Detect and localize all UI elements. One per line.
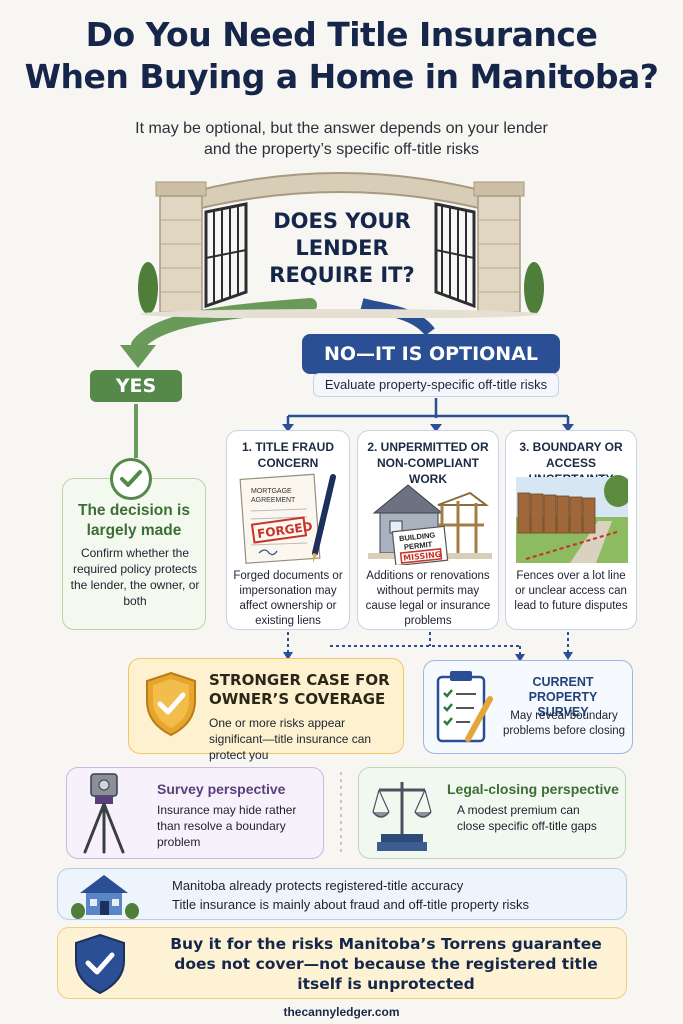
page-title: Do You Need Title Insurance When Buying … — [0, 14, 683, 98]
missing-stamp: MISSING — [403, 550, 442, 563]
stronger-case-card: STRONGER CASE FOR OWNER’S COVERAGE One o… — [128, 658, 404, 762]
yes-label: YES — [90, 370, 182, 402]
stronger-case-title: STRONGER CASE FOR OWNER’S COVERAGE — [209, 671, 399, 709]
risk-text: Fences over a lot line or unclear access… — [514, 570, 628, 612]
risk-title-line-1: 1. TITLE FRAUD — [242, 440, 334, 454]
blue-shield-check-icon — [75, 933, 125, 995]
doc-label-line-2: AGREEMENT — [251, 497, 296, 504]
legal-perspective-title: Legal-closing perspective — [447, 781, 619, 797]
subtitle: It may be optional, but the answer depen… — [0, 118, 683, 160]
lender-question-line-3: REQUIRE IT? — [269, 263, 415, 287]
lender-question: DOES YOUR LENDER REQUIRE IT? — [250, 208, 434, 289]
risk-title: 2. UNPERMITTED OR NON-COMPLIANT WORK — [358, 439, 498, 487]
permit-sign-line-1: BUILDING — [399, 530, 436, 543]
permit-sign-line-2: PERMIT — [404, 540, 434, 552]
fence-boundary-icon — [516, 475, 628, 563]
risk-card-unpermitted-work: 2. UNPERMITTED OR NON-COMPLIANT WORK BUI… — [357, 430, 499, 630]
title-line-1: Do You Need Title Insurance — [85, 15, 598, 54]
check-circle-icon — [110, 458, 152, 500]
risk-text: Forged documents or impersonation may af… — [233, 570, 343, 627]
manitoba-line-2: Title insurance is mainly about fraud an… — [172, 897, 529, 912]
final-recommendation-card: Buy it for the risks Manitoba’s Torrens … — [57, 927, 627, 999]
risk-title-line-2: CONCERN — [257, 456, 319, 470]
lender-question-line-1: DOES YOUR — [273, 209, 411, 233]
manitoba-protection-card: Manitoba already protects registered-tit… — [57, 868, 627, 920]
risk-title-line-2: NON-COMPLIANT WORK — [377, 456, 479, 486]
forged-document-icon: MORTGAGE AGREEMENT FORGED — [239, 473, 336, 564]
theodolite-icon — [83, 773, 125, 854]
risk-title-line-1: 3. BOUNDARY OR — [519, 440, 623, 454]
legal-perspective-card: Legal-closing perspective A modest premi… — [358, 767, 626, 859]
risk-title: 1. TITLE FRAUD CONCERN — [227, 439, 349, 471]
decision-text: Confirm whether the required policy prot… — [70, 546, 200, 608]
current-survey-card: CURRENT PROPERTY SURVEY May reveal bound… — [423, 660, 633, 754]
current-survey-text: May reveal boundary problems before clos… — [502, 710, 626, 737]
survey-perspective-text: Insurance may hide rather than resolve a… — [157, 803, 297, 849]
final-recommendation-text: Buy it for the risks Manitoba’s Torrens … — [170, 935, 602, 993]
subtitle-line-2: and the property’s specific off-title ri… — [203, 141, 480, 158]
shield-check-icon — [146, 671, 196, 737]
decision-title: The decision is largely made — [63, 501, 205, 541]
current-survey-title-line-2: SURVEY — [537, 705, 589, 719]
decision-title-line-2: largely made — [86, 522, 182, 539]
lender-question-line-2: LENDER — [295, 236, 389, 260]
title-line-2: When Buying a Home in Manitoba? — [24, 57, 659, 96]
stronger-case-text: One or more risks appear significant—tit… — [209, 716, 372, 762]
risk-text: Additions or renovations without permits… — [365, 570, 491, 627]
scales-of-justice-icon — [372, 782, 432, 851]
decision-title-line-1: The decision is — [78, 502, 190, 519]
risk-card-title-fraud: 1. TITLE FRAUD CONCERN MORTGAGE AGREEMEN… — [226, 430, 350, 630]
stronger-case-title-line-1: STRONGER CASE FOR — [209, 671, 390, 689]
clipboard-checklist-icon — [436, 671, 493, 743]
survey-perspective-title: Survey perspective — [157, 781, 286, 797]
gate-illustration — [138, 172, 544, 318]
decision-card: The decision is largely made Confirm whe… — [62, 478, 206, 630]
evaluate-label: Evaluate property-specific off-title ris… — [313, 373, 559, 397]
doc-label-line-1: MORTGAGE — [251, 488, 292, 495]
current-survey-title: CURRENT PROPERTY SURVEY — [498, 675, 628, 720]
manitoba-line-1: Manitoba already protects registered-tit… — [172, 878, 464, 893]
house-icon — [71, 875, 139, 919]
no-optional-label: NO—IT IS OPTIONAL — [302, 334, 560, 374]
stronger-case-title-line-2: OWNER’S COVERAGE — [209, 690, 386, 708]
risk-card-boundary: 3. BOUNDARY OR ACCESS UNCERTAINTY Fences… — [505, 430, 637, 630]
legal-perspective-text: A modest premium can close specific off-… — [457, 803, 597, 833]
survey-perspective-card: Survey perspective Insurance may hide ra… — [66, 767, 324, 859]
subtitle-line-1: It may be optional, but the answer depen… — [135, 120, 548, 137]
current-survey-title-line-1: CURRENT PROPERTY — [528, 675, 598, 704]
risk-title-line-1: 2. UNPERMITTED OR — [367, 440, 489, 454]
house-construction-icon: BUILDING PERMIT MISSING — [368, 484, 492, 565]
footer-site[interactable]: thecannyledger.com — [283, 1005, 400, 1019]
